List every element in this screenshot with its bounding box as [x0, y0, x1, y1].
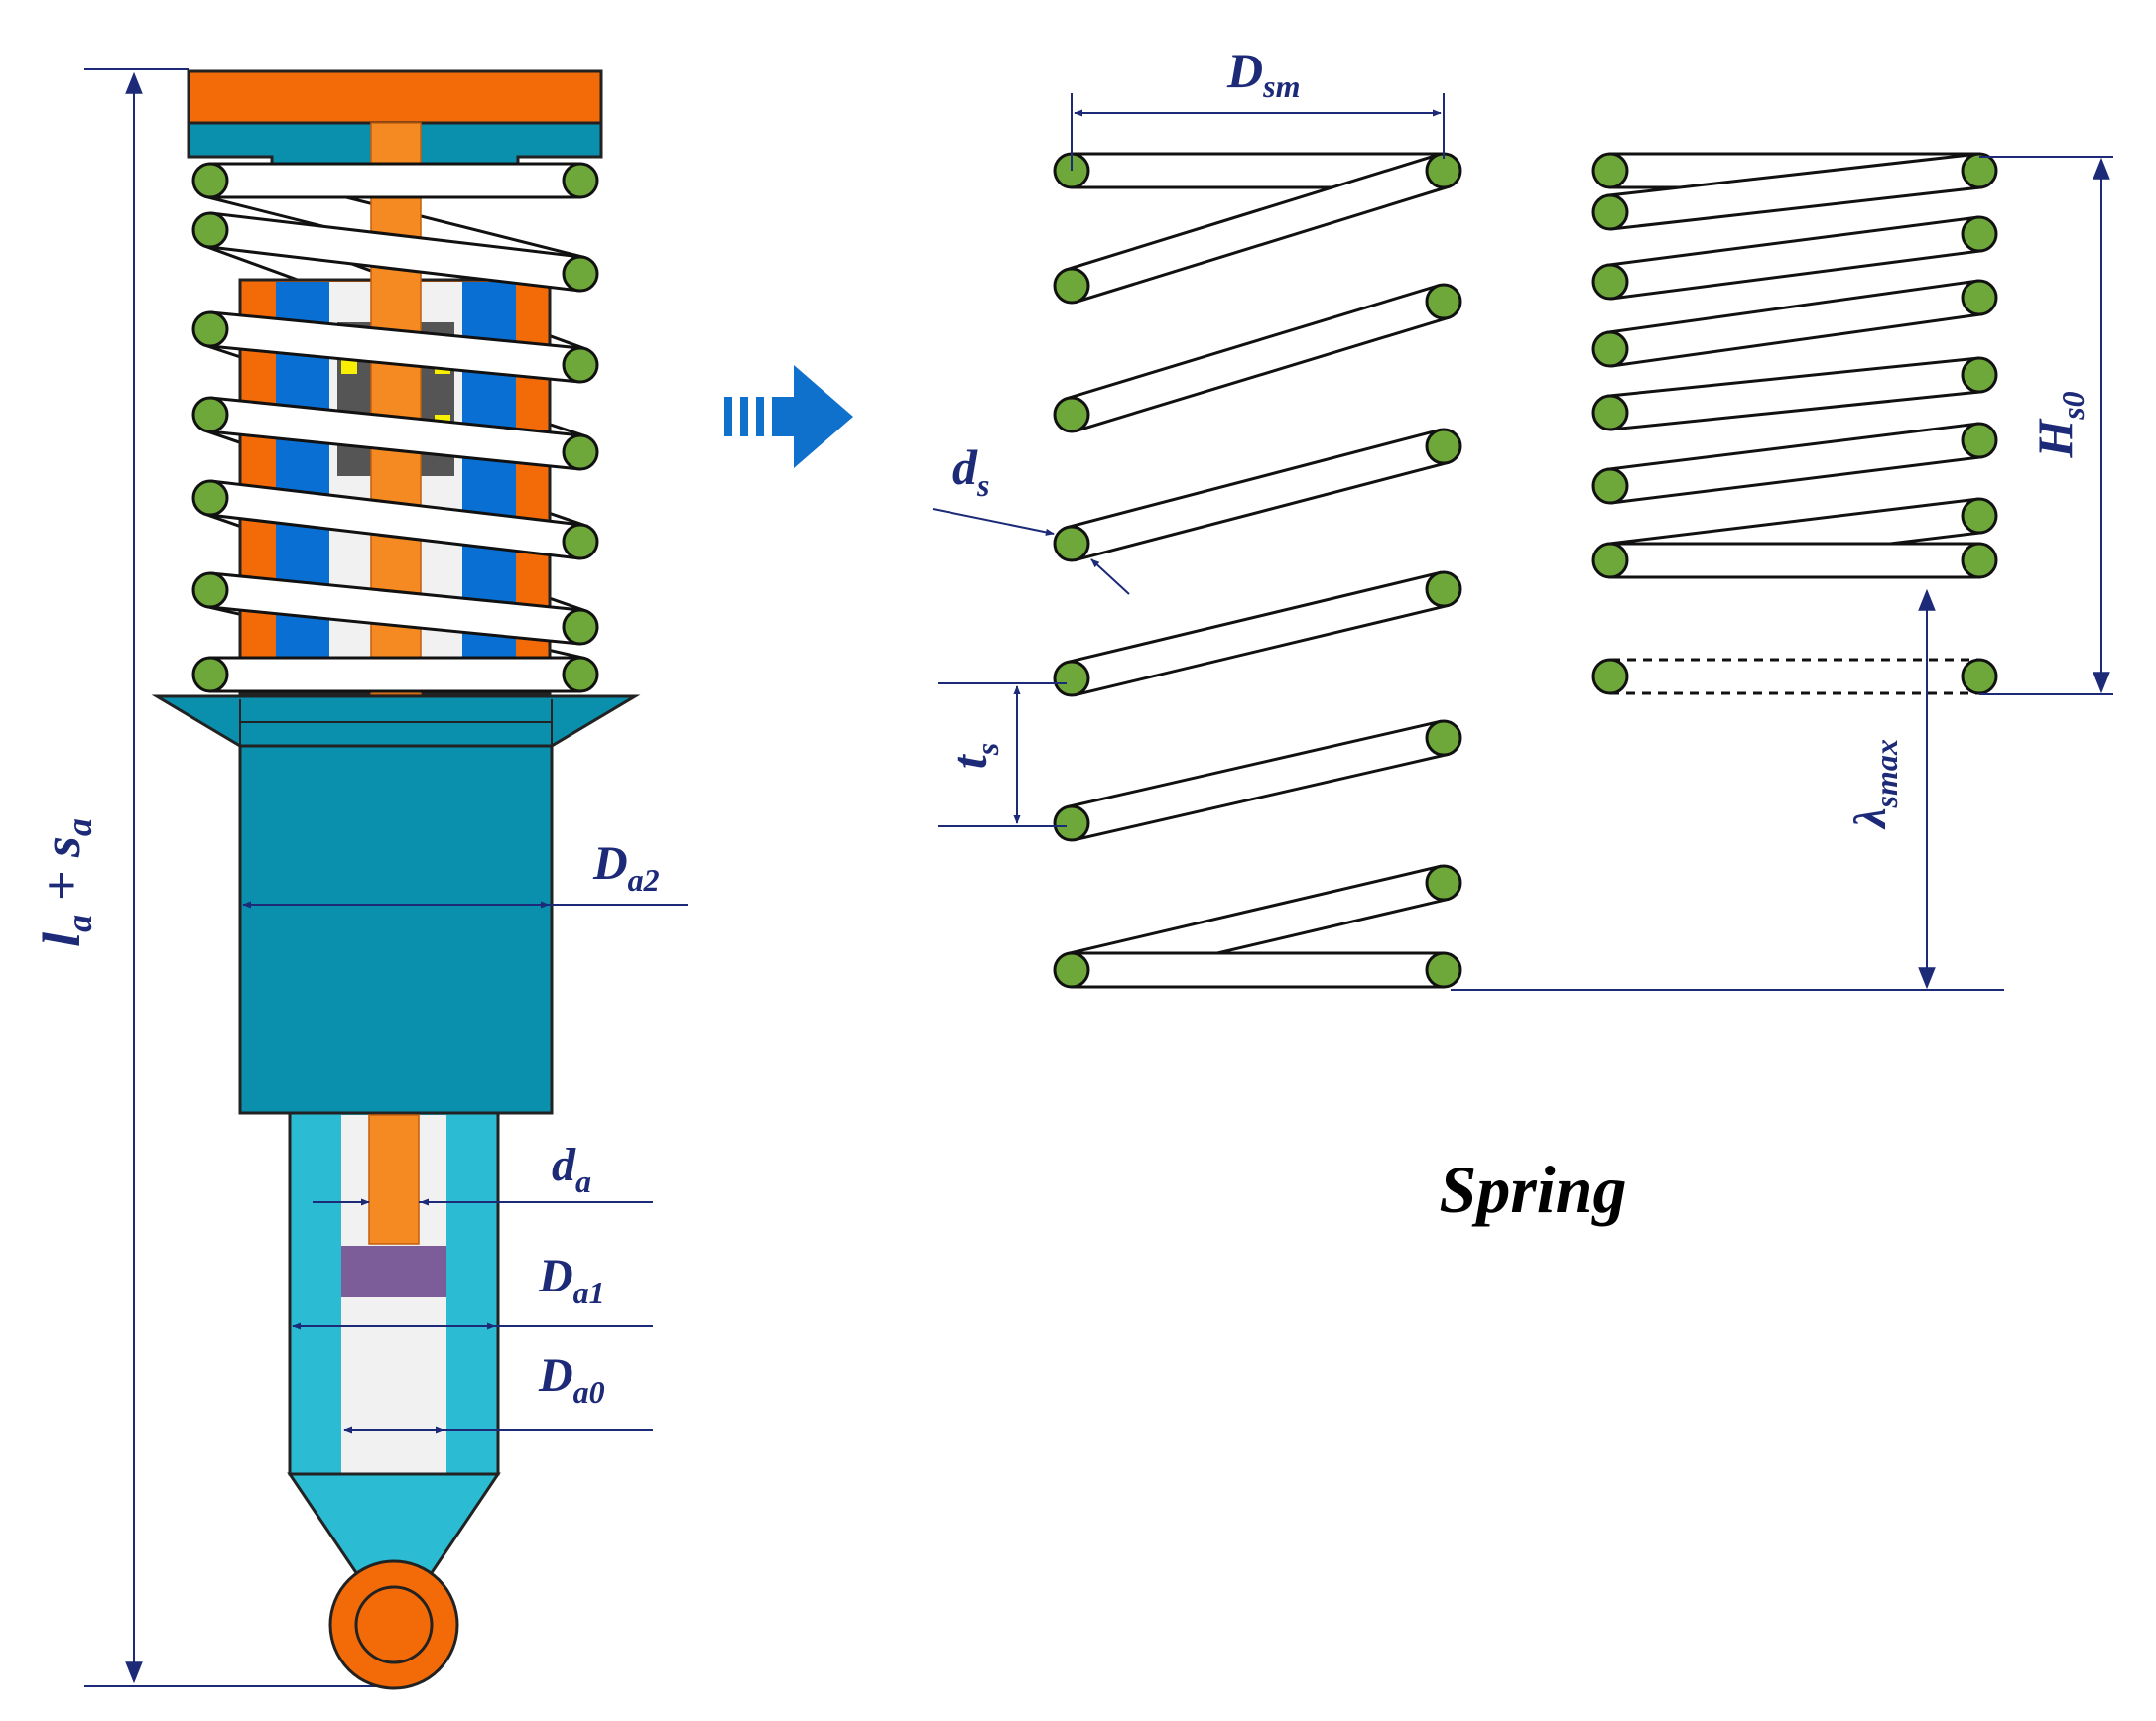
coil-section	[1053, 951, 1090, 989]
coil-section	[1425, 152, 1462, 189]
coil-section	[562, 608, 599, 646]
outer-diameter-label: Da2	[592, 837, 660, 898]
coil-section	[1425, 719, 1462, 757]
coil-section	[1425, 283, 1462, 320]
max-deflection-label: λsmax	[1844, 739, 1904, 830]
coil-section	[1591, 193, 1629, 231]
mean-diameter-dimension	[1071, 93, 1445, 171]
spring-wire-segment	[1606, 215, 1983, 301]
coil-section	[1591, 152, 1629, 189]
piston-diameter-label: Da1	[538, 1250, 605, 1310]
spring-wire-segment	[1065, 283, 1451, 433]
coil-section	[1591, 330, 1629, 368]
coil-section	[1961, 422, 1998, 459]
free-spring	[1053, 152, 1462, 989]
coil-section	[1961, 356, 1998, 394]
transition-arrow	[724, 365, 853, 468]
coil-section	[1053, 660, 1090, 697]
spring-title: Spring	[1440, 1152, 1627, 1227]
spring-wire-segment	[1606, 356, 1983, 431]
coil-section	[1961, 497, 1998, 535]
coil-section	[1591, 658, 1629, 695]
damper-spring-front	[191, 162, 599, 693]
spring-wire-segment	[1070, 951, 1446, 989]
coil-section	[562, 523, 599, 560]
coil-section	[1961, 279, 1998, 316]
wire-diameter-dimension	[932, 508, 1130, 595]
shock-absorber: la + sa Da2	[32, 68, 688, 1690]
total-length-label: la + sa	[32, 818, 99, 947]
coil-section	[1591, 263, 1629, 301]
spring-wire-segment	[1605, 279, 1984, 368]
coil-section	[1053, 396, 1090, 433]
pitch-label: ts	[942, 743, 1005, 769]
free-height-label: Hs0	[2027, 391, 2091, 458]
coil-section	[1961, 542, 1998, 579]
coil-section	[191, 211, 229, 249]
coil-section	[1053, 267, 1090, 305]
inner-diameter-label: Da0	[538, 1349, 605, 1410]
spring-wire-segment	[1065, 428, 1451, 562]
spring-wire-segment	[1608, 542, 1981, 579]
total-length-dimension	[84, 68, 382, 1687]
rod-diameter-label: da	[552, 1139, 591, 1199]
spring-wire-segment	[1608, 658, 1981, 695]
coil-section	[1425, 864, 1462, 902]
coil-section	[1425, 570, 1462, 608]
coil-section	[562, 433, 599, 471]
coil-section	[562, 255, 599, 293]
mounting-eye-hole	[354, 1585, 434, 1664]
spring-wire-segment	[208, 162, 582, 199]
coil-section	[1425, 951, 1462, 989]
coil-section	[1961, 658, 1998, 695]
coil-section	[1591, 542, 1629, 579]
coil-section	[562, 346, 599, 384]
spring-wire-segment	[208, 656, 582, 693]
coil-section	[191, 162, 229, 199]
coil-section	[191, 396, 229, 433]
compressed-spring	[1591, 152, 1998, 695]
piston	[341, 1246, 446, 1297]
coil-section	[1053, 525, 1090, 562]
coil-section	[191, 479, 229, 517]
mean-diameter-label: Dsm	[1226, 43, 1300, 104]
coil-section	[1591, 467, 1629, 505]
coil-section	[1591, 394, 1629, 431]
coil-section	[191, 656, 229, 693]
top-plate	[187, 69, 603, 125]
spring-wire-segment	[1606, 422, 1983, 505]
damper-main-body	[238, 744, 554, 1115]
coil-section	[191, 571, 229, 609]
lower-piston-rod	[368, 1114, 420, 1245]
coil-section	[1425, 428, 1462, 465]
coil-section	[562, 656, 599, 693]
spring-wire-segment	[1066, 719, 1450, 842]
free-height-dimension	[1979, 156, 2113, 695]
coil-section	[1961, 152, 1998, 189]
coil-section	[562, 162, 599, 199]
wire-diameter-label: ds	[952, 439, 989, 503]
coil-section	[191, 310, 229, 348]
pitch-dimension	[938, 682, 1067, 827]
coil-section	[1961, 215, 1998, 253]
coil-section	[1053, 804, 1090, 842]
max-deflection-dimension	[1451, 588, 2004, 991]
